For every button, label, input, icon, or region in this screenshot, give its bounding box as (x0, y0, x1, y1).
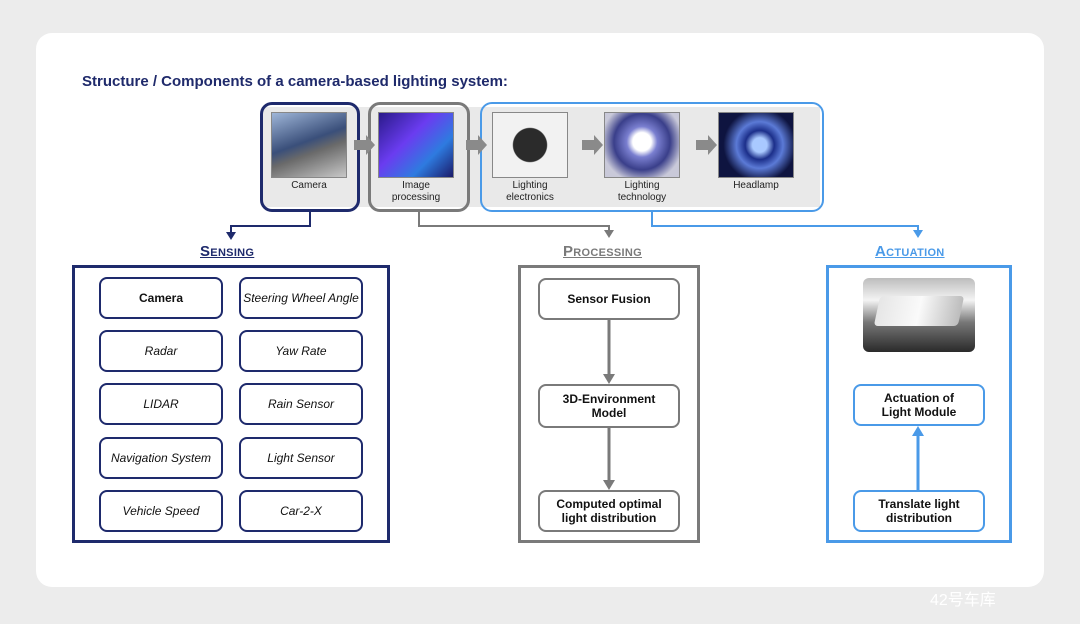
step-actuation-of-light-module: Actuation of Light Module (853, 384, 985, 426)
component-lighting-technology: Lighting technology (604, 112, 680, 204)
actuation-arrowhead (913, 230, 923, 238)
component-label: Lighting electronics (506, 180, 554, 203)
step-translate-light-distribution: Translate light distribution (853, 490, 985, 532)
step-sensor-fusion: Sensor Fusion (538, 278, 680, 320)
pipeline-arrow (582, 135, 603, 155)
actuation-frame (480, 102, 824, 212)
component-label: Camera (291, 180, 327, 191)
light-module-image (863, 278, 975, 352)
lighting-technology-image (604, 112, 680, 178)
sensor-lidar: LIDAR (99, 383, 223, 425)
sensor-steering-wheel-angle: Steering Wheel Angle (239, 277, 363, 319)
component-lighting-electronics: Lighting electronics (492, 112, 568, 204)
sensor-vehicle-speed: Vehicle Speed (99, 490, 223, 532)
actuation-connector (651, 212, 919, 232)
component-image-processing: Image processing (378, 112, 454, 204)
component-camera: Camera (271, 112, 347, 192)
processing-arrowhead (604, 230, 614, 238)
sensor-car-2-x: Car-2-X (239, 490, 363, 532)
component-label: Image processing (378, 180, 454, 204)
sensor-radar: Radar (99, 330, 223, 372)
processing-frame (368, 102, 470, 212)
slide-title: Structure / Components of a camera-based… (82, 73, 508, 90)
sensing-connector (230, 212, 311, 234)
processing-box (518, 265, 700, 543)
watermark: 42号车库 (930, 592, 996, 609)
actuation-heading: Actuation (875, 243, 945, 260)
step-computed-light-distribution: Computed optimal light distribution (538, 490, 680, 532)
sensing-heading: Sensing (200, 243, 255, 260)
sensing-arrowhead (226, 232, 236, 240)
actuation-flow-arrowhead (912, 426, 924, 436)
actuation-box (826, 265, 1012, 543)
sensing-box (72, 265, 390, 543)
lighting-electronics-image (492, 112, 568, 178)
processing-connector (418, 212, 610, 232)
image-processing-image (378, 112, 454, 178)
processing-flow-arrowhead (603, 480, 615, 490)
sensor-navigation-system: Navigation System (99, 437, 223, 479)
sensing-frame (260, 102, 360, 212)
processing-heading: Processing (563, 243, 643, 260)
processing-flow-arrowhead (603, 374, 615, 384)
component-headlamp: Headlamp (718, 112, 794, 192)
sensor-camera: Camera (99, 277, 223, 319)
sensor-yaw-rate: Yaw Rate (239, 330, 363, 372)
camera-image (271, 112, 347, 178)
component-label: Headlamp (733, 180, 779, 191)
sensor-rain: Rain Sensor (239, 383, 363, 425)
component-label: Lighting technology (617, 180, 667, 203)
pipeline-arrow (466, 135, 487, 155)
pipeline-arrow (354, 135, 375, 155)
headlamp-image (718, 112, 794, 178)
sensor-light: Light Sensor (239, 437, 363, 479)
component-label-part: Image processing (391, 180, 441, 203)
pipeline-arrow (696, 135, 717, 155)
step-3d-environment-model: 3D-Environment Model (538, 384, 680, 428)
light-module-lens (873, 296, 965, 326)
